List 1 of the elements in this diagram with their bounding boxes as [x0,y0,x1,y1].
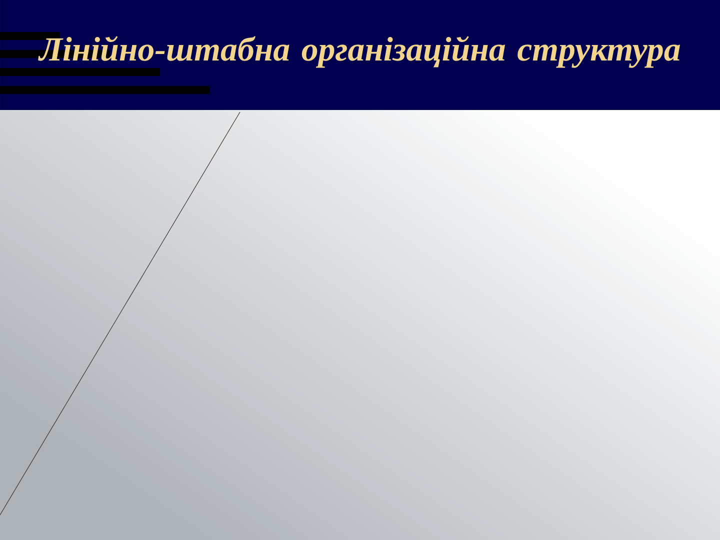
slide-title: Лінійно-штабна організаційна структура [38,36,680,68]
